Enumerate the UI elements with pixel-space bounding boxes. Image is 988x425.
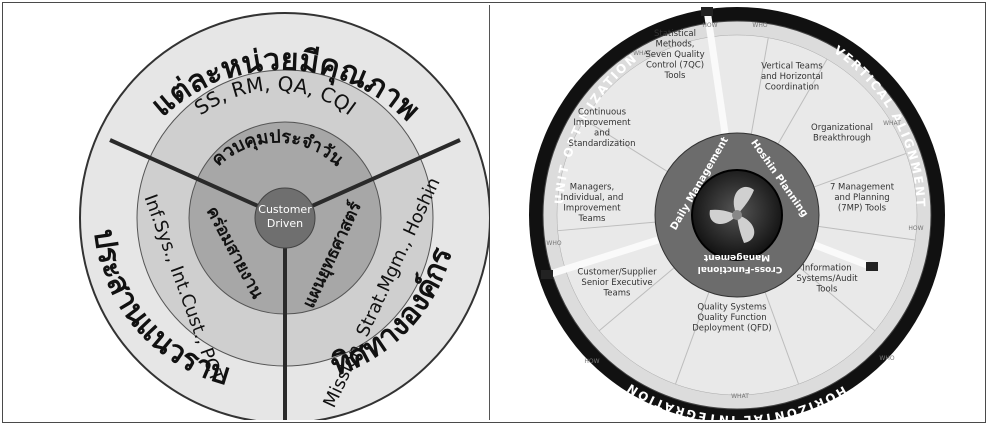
fan-center: [732, 210, 742, 220]
segment-label-customer-supplier: Customer/Supplier: [577, 268, 657, 278]
segment-label-statistical: Statistical: [654, 29, 696, 39]
segment-dividers: [557, 37, 916, 385]
segment-divider: [818, 225, 916, 241]
segment-label-continuous: and: [594, 128, 610, 138]
who-label-bottom: WHO: [879, 355, 894, 362]
what-label-left: WHAT: [633, 50, 651, 57]
segment-label-vertical-teams: Vertical Teams: [761, 62, 823, 72]
segment-label-org-breakthrough: Breakthrough: [813, 133, 871, 143]
segment-label-statistical: Tools: [664, 71, 687, 81]
segment-divider: [674, 291, 710, 385]
how-label-top: HOW: [702, 22, 717, 29]
segment-label-customer-supplier: Teams: [603, 289, 631, 299]
how-label-bottom: HOW: [584, 358, 599, 365]
what-label-right: WHAT: [883, 120, 901, 127]
center-label-1: Customer: [258, 203, 312, 216]
segment-label-continuous: Continuous: [578, 107, 627, 117]
segment-label-qfd: Deployment (QFD): [692, 324, 771, 334]
segment-label-vertical-teams: Coordination: [765, 83, 819, 93]
cross-functional-label-2: Management: [703, 252, 770, 262]
spoke-marker-left: [541, 270, 553, 279]
divider-right: [284, 138, 461, 220]
divider-left: [109, 138, 286, 220]
how-label-right: HOW: [908, 225, 923, 232]
segment-label-customer-supplier: Senior Executive: [581, 278, 652, 288]
segment-label-seven-mp: 7 Management: [830, 183, 895, 193]
segment-label-info-systems: Systems/Audit: [796, 274, 858, 284]
segment-divider: [750, 37, 769, 135]
segment-label-vertical-teams: and Horizontal: [761, 72, 823, 82]
segment-divider: [813, 152, 907, 188]
segment-divider: [799, 267, 876, 332]
segment-label-managers: Individual, and: [561, 193, 624, 203]
segment-label-statistical: Control (7QC): [646, 61, 704, 71]
segment-divider: [557, 221, 656, 232]
segment-divider: [584, 119, 668, 172]
segment-divider: [598, 267, 675, 332]
segment-label-managers: Managers,: [570, 182, 614, 192]
center-hub: [254, 187, 316, 249]
segment-label-managers: Teams: [578, 214, 606, 224]
spoke-marker-top: [701, 7, 713, 16]
segment-label-org-breakthrough: Organizational: [811, 123, 873, 133]
segment-divider: [777, 58, 828, 145]
segment-label-seven-mp: and Planning: [834, 193, 889, 203]
segment-label-info-systems: Tools: [816, 285, 839, 295]
segment-divider: [764, 291, 800, 385]
segment-label-qfd: Quality Function: [697, 313, 766, 323]
segment-label-managers: Improvement: [563, 203, 621, 213]
who-label-top: WHO: [752, 22, 767, 29]
right-panel: Daily Management Hoshin Planning Cross-F…: [492, 5, 982, 425]
center-label-2: Driven: [267, 217, 303, 230]
segment-label-seven-mp: (7MP) Tools: [838, 204, 887, 214]
left-panel: Customer Driven แต่ละหน่วยมีคุณภาพ ประสา…: [5, 5, 491, 424]
fan-icon: [709, 186, 755, 243]
quality-wheel-diagram: Customer Driven แต่ละหน่วยมีคุณภาพ ประสา…: [79, 12, 491, 424]
segment-label-qfd: Quality Systems: [697, 303, 767, 313]
cross-functional-label-1: Cross-Functional: [698, 264, 783, 274]
who-label-left: WHO: [546, 240, 561, 247]
segment-label-statistical: Methods,: [655, 40, 694, 50]
what-label-bottom: WHAT: [731, 393, 749, 400]
segment-label-continuous: Improvement: [573, 118, 631, 128]
hoshin-wheel-diagram: Daily Management Hoshin Planning Cross-F…: [529, 7, 945, 425]
spoke-marker-right: [866, 262, 878, 271]
segment-label-continuous: Standardization: [569, 139, 636, 149]
segment-label-info-systems: Information: [802, 264, 851, 274]
segment-label-statistical: Seven Quality: [645, 50, 704, 60]
